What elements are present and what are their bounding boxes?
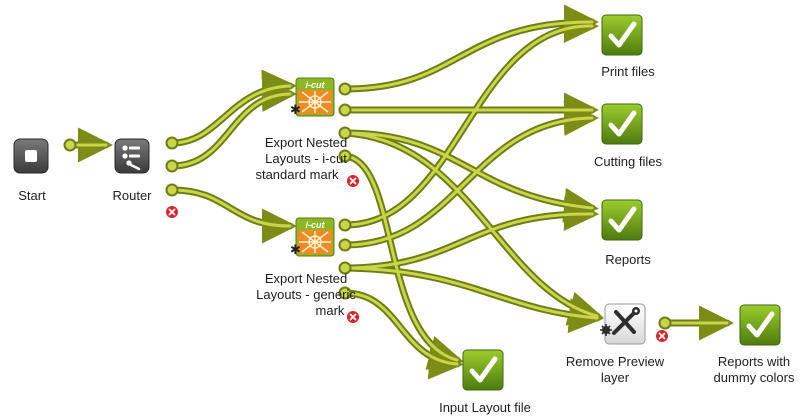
- router-label: Router: [112, 188, 152, 203]
- cutting-files-label: Cutting files: [594, 154, 662, 169]
- connector-gen-to-input-layout-highlight: [343, 291, 459, 366]
- i-cut-badge-gen: i-cut: [306, 220, 326, 230]
- connector-gen-to-print-highlight: [343, 24, 594, 227]
- port-dot[interactable]: [658, 316, 672, 330]
- connector-gen-to-cutting-highlight: [343, 116, 594, 247]
- connector-std-to-input-layout-highlight: [343, 154, 459, 362]
- error-icon[interactable]: [656, 330, 668, 342]
- connector-std-to-reports[interactable]: [341, 129, 599, 223]
- input-layout-label: Input Layout file: [439, 400, 531, 415]
- connector-router-to-export-gen-highlight: [170, 188, 292, 228]
- connector-router-to-export-std-highlight: [170, 84, 292, 145]
- gear-icon: [600, 324, 612, 336]
- export-standard-node[interactable]: i-cut ✱: [290, 77, 335, 118]
- checkmark-icon: [608, 206, 637, 233]
- error-icon[interactable]: [347, 311, 359, 323]
- router-node[interactable]: [114, 138, 150, 174]
- reports-node[interactable]: [601, 199, 643, 241]
- remove-preview-node[interactable]: [600, 303, 646, 345]
- connector-std-to-print-highlight: [343, 20, 594, 91]
- port-dot[interactable]: [338, 286, 352, 300]
- print-files-label: Print files: [601, 64, 655, 79]
- export-generic-label: Export Nested Layouts - generic mark: [256, 271, 356, 318]
- reports-dummy-label: Reports with dummy colors: [713, 354, 795, 385]
- svg-text:✱: ✱: [290, 243, 301, 258]
- checkmark-icon: [608, 110, 637, 137]
- input-layout-node[interactable]: [462, 349, 504, 391]
- connector-gen-to-remove-preview-highlight: [343, 266, 599, 320]
- i-cut-icon: [299, 91, 331, 113]
- svg-text:✱: ✱: [290, 103, 301, 118]
- port-dot[interactable]: [338, 261, 352, 275]
- port-dot[interactable]: [338, 103, 352, 117]
- stop-icon: [25, 150, 37, 162]
- start-node[interactable]: [13, 138, 49, 174]
- port-dot[interactable]: [338, 126, 352, 140]
- error-icon[interactable]: [166, 206, 178, 218]
- router-icon: [122, 145, 141, 171]
- tools-icon: [612, 307, 640, 335]
- reports-label: Reports: [605, 252, 651, 267]
- start-label: Start: [18, 188, 46, 203]
- port-dot[interactable]: [165, 136, 179, 150]
- checkmark-icon: [469, 356, 498, 383]
- checkmark-icon: [746, 311, 775, 338]
- connector-router-to-export-std-2-highlight: [170, 92, 292, 168]
- error-icon[interactable]: [347, 175, 359, 187]
- cutting-files-node[interactable]: [601, 103, 643, 145]
- port-dot[interactable]: [338, 238, 352, 252]
- port-dot[interactable]: [338, 218, 352, 232]
- i-cut-icon: [299, 231, 331, 253]
- connector-std-to-reports-highlight: [343, 131, 594, 210]
- port-dot[interactable]: [165, 159, 179, 173]
- connector-gen-to-reports-highlight: [343, 212, 594, 270]
- remove-preview-label: Remove Preview layer: [565, 354, 665, 385]
- print-files-node[interactable]: [601, 14, 643, 56]
- port-dot[interactable]: [63, 138, 77, 152]
- port-dot[interactable]: [165, 183, 179, 197]
- reports-dummy-node[interactable]: [739, 304, 781, 346]
- port-dot[interactable]: [338, 149, 352, 163]
- checkmark-icon: [608, 21, 637, 48]
- export-standard-label: Export Nested Layouts - i-cut standard m…: [255, 135, 348, 182]
- connector-std-to-remove-preview-highlight: [343, 131, 599, 318]
- port-dot[interactable]: [338, 82, 352, 96]
- export-generic-node[interactable]: i-cut ✱: [290, 217, 335, 258]
- i-cut-badge-std: i-cut: [306, 80, 326, 90]
